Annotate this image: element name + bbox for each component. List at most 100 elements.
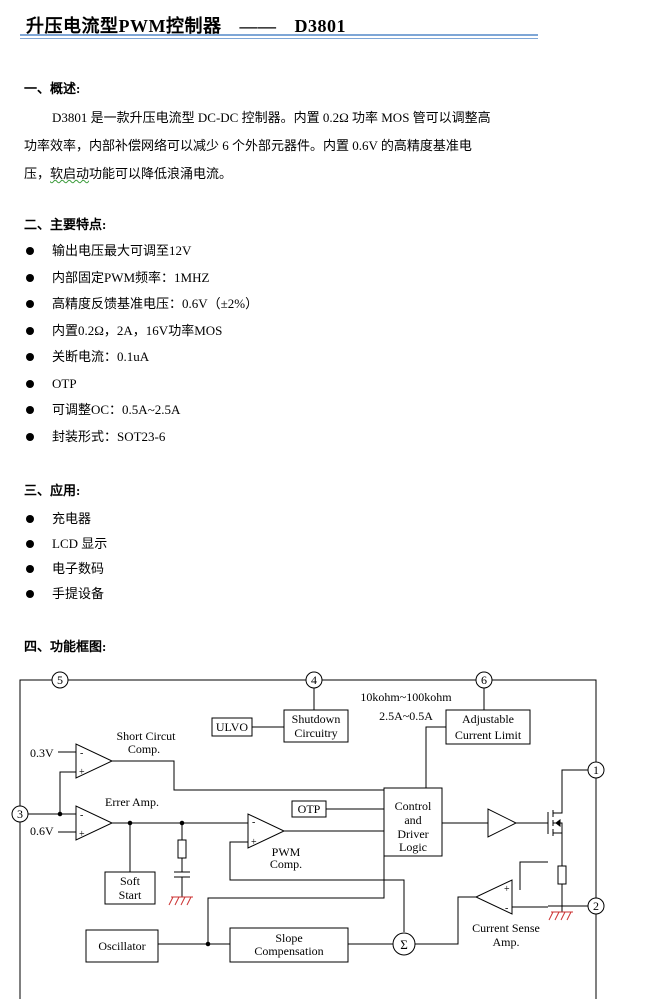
list-item: 手提设备 [24, 581, 107, 606]
list-item: 内置0.2Ω，2A，16V功率MOS [24, 318, 258, 345]
features-heading: 二、主要特点: [24, 217, 107, 232]
svg-text:Circuitry: Circuitry [294, 726, 337, 740]
wire [519, 861, 548, 890]
resistor-range-label: 10kohm~100kohm [360, 690, 452, 704]
svg-text:Amp.: Amp. [493, 935, 520, 949]
svg-text:-: - [80, 748, 83, 759]
svg-text:Compensation: Compensation [254, 944, 323, 958]
bullet-icon [26, 590, 34, 598]
ref-0-3v-label: 0.3V [30, 746, 54, 760]
pin-5: 5 [51, 671, 69, 689]
svg-text:3: 3 [17, 807, 23, 821]
pwm-comparator [247, 813, 286, 849]
bullet-icon [26, 432, 34, 441]
wire [207, 856, 385, 944]
applications-list: 充电器 LCD 显示 电子数码 手提设备 [24, 506, 107, 606]
svg-text:1: 1 [593, 763, 599, 777]
svg-text:and: and [404, 813, 421, 827]
wire [112, 760, 384, 791]
slope-compensation-block [229, 927, 349, 963]
overview-text-b: 软启动 [50, 166, 90, 181]
pin-4: 4 [305, 671, 323, 689]
list-item: 封装形式：SOT23-6 [24, 424, 258, 451]
svg-text:Comp.: Comp. [128, 742, 160, 756]
pin-1: 1 [587, 761, 605, 779]
svg-text:Slope: Slope [275, 931, 302, 945]
title-part: D3801 [294, 16, 346, 36]
list-item: 可调整OC：0.5A~2.5A [24, 397, 258, 424]
svg-text:PWM: PWM [272, 845, 301, 859]
svg-text:4: 4 [311, 673, 317, 687]
bullet-icon [26, 300, 34, 308]
svg-text:Start: Start [119, 888, 142, 902]
bullet-icon [26, 379, 34, 388]
title-main: 升压电流型PWM控制器 [26, 16, 222, 36]
svg-text:Soft: Soft [120, 874, 141, 888]
overview-paragraph: D3801 是一款升压电流型 DC-DC 控制器。内置 0.2Ω 功率 MOS … [24, 104, 494, 188]
bullet-icon [26, 540, 34, 548]
svg-text:+: + [79, 767, 85, 778]
applications-heading: 三、应用: [24, 483, 81, 498]
wire [229, 841, 405, 932]
wire [414, 896, 476, 945]
svg-text:Shutdown: Shutdown [292, 712, 341, 726]
oscillator-block [85, 929, 159, 963]
svg-text:+: + [504, 884, 510, 895]
document-title: 升压电流型PWM控制器——D3801 [26, 12, 346, 38]
bullet-icon [26, 406, 34, 414]
wire [28, 771, 76, 815]
svg-text:-: - [80, 810, 83, 821]
error-amplifier [75, 805, 114, 841]
ground-icon [168, 896, 193, 906]
ref-0-6v-label: 0.6V [30, 824, 54, 838]
wire [425, 726, 446, 788]
svg-text:-: - [252, 817, 255, 828]
svg-text:-: - [505, 903, 508, 914]
svg-text:5: 5 [57, 673, 63, 687]
list-item: OTP [24, 371, 258, 398]
overview-text-c: 功能可以降低浪涌电流。 [89, 166, 233, 181]
overview-text-a: D3801 是一款升压电流型 DC-DC 控制器。内置 0.2Ω 功率 MOS … [24, 110, 491, 181]
bullet-icon [26, 515, 34, 523]
comp-resistor [177, 839, 187, 859]
svg-text:+: + [79, 829, 85, 840]
list-item: 高精度反馈基准电压：0.6V（±2%） [24, 291, 258, 318]
svg-text:2: 2 [593, 899, 599, 913]
pin-3: 3 [11, 805, 29, 823]
pin-2: 2 [587, 897, 605, 915]
list-item: 电子数码 [24, 556, 107, 581]
svg-text:Adjustable: Adjustable [462, 712, 514, 726]
current-range-label: 2.5A~0.5A [379, 709, 433, 723]
list-item: LCD 显示 [24, 531, 107, 556]
comp-capacitor [174, 871, 190, 878]
pin-6: 6 [475, 671, 493, 689]
bullet-icon [26, 247, 34, 255]
bullet-icon [26, 565, 34, 573]
bullet-icon [26, 353, 34, 361]
svg-text:Current Sense: Current Sense [472, 921, 540, 935]
shutdown-block [283, 709, 349, 743]
block-diagram-heading: 四、功能框图: [24, 639, 107, 654]
bullet-icon [26, 326, 34, 335]
svg-text:Current Limit: Current Limit [455, 728, 522, 742]
svg-text:OTP: OTP [298, 802, 321, 816]
svg-text:Driver: Driver [397, 827, 428, 841]
overview-heading: 一、概述: [24, 81, 81, 96]
ulvo-label: ULVO [216, 720, 249, 734]
list-item: 关断电流：0.1uA [24, 344, 258, 371]
driver-buffer [487, 808, 518, 838]
svg-text:Short Circut: Short Circut [117, 729, 177, 743]
ground-icon [548, 911, 573, 921]
title-rule-thin [20, 38, 538, 39]
soft-start-block [104, 871, 156, 905]
list-item: 输出电压最大可调至12V [24, 238, 258, 265]
svg-text:6: 6 [481, 673, 487, 687]
svg-text:Comp.: Comp. [270, 857, 302, 871]
features-list: 输出电压最大可调至12V 内部固定PWM频率：1MHZ 高精度反馈基准电压：0.… [24, 238, 258, 450]
title-rule [20, 34, 538, 36]
svg-text:Errer Amp.: Errer Amp. [105, 795, 159, 809]
list-item: 内部固定PWM频率：1MHZ [24, 265, 258, 292]
current-sense-amplifier [474, 879, 513, 915]
svg-text:Logic: Logic [399, 840, 427, 854]
